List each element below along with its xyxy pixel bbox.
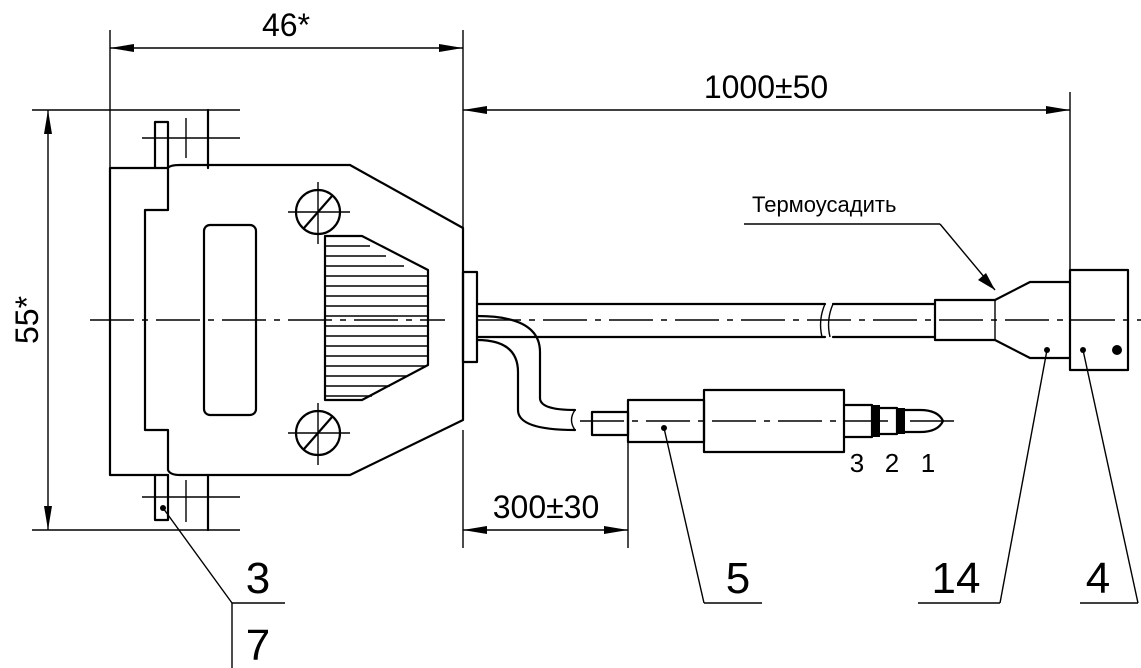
callout-sleeve-number: 14 (932, 554, 981, 603)
callout-screw: 3 7 (160, 505, 285, 668)
pin-label-3: 3 (850, 448, 864, 478)
callout-end-cap: 4 (1080, 349, 1139, 604)
end-cap (1068, 268, 1130, 372)
dimension-height-label: 55* (9, 296, 45, 344)
pin-label-1: 1 (921, 448, 935, 478)
callout-screw-number: 3 (246, 554, 270, 603)
callout-sleeve: 14 (918, 349, 1048, 604)
callout-jack-number: 5 (726, 554, 750, 603)
heat-shrink-note: Термоусадить (744, 192, 996, 291)
dimension-cable-length-label: 1000±50 (704, 69, 828, 105)
main-cable (475, 302, 1141, 339)
pin-label-2: 2 (885, 448, 899, 478)
callout-jack: 5 (663, 427, 762, 604)
dimension-width-label: 46* (262, 7, 310, 43)
dimension-height: 55* (9, 109, 240, 531)
dsub-connector (90, 108, 479, 532)
dimension-width: 46* (109, 7, 464, 230)
dimension-cable-length: 1000±50 (463, 69, 1071, 270)
dimension-branch-length-label: 300±30 (493, 489, 600, 525)
heat-shrink-label: Термоусадить (752, 192, 896, 217)
callout-end-cap-number: 4 (1086, 554, 1110, 603)
heat-shrink-sleeve (933, 280, 1072, 360)
callout-screw-subnumber: 7 (246, 621, 270, 668)
audio-jack-plug: 3 2 1 (580, 388, 960, 478)
branch-cable (475, 314, 577, 432)
dimension-branch-length: 300±30 (462, 420, 629, 548)
